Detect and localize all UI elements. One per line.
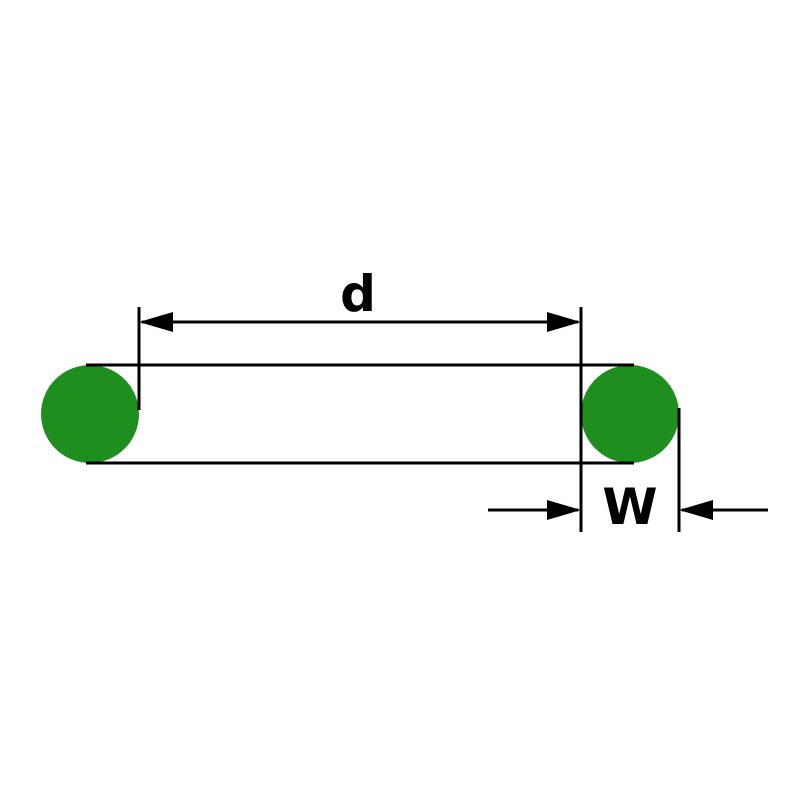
inner-diameter-label: d <box>340 265 376 323</box>
oring-left-cross-section-circle <box>41 365 139 463</box>
oring-cross-sections <box>41 365 679 463</box>
cross-section-width-label: W <box>602 478 657 536</box>
oring-right-cross-section-circle <box>581 365 679 463</box>
diagram-lines <box>86 307 768 532</box>
d-arrowhead-left-icon <box>139 312 173 332</box>
d-arrowhead-right-icon <box>547 312 581 332</box>
w-arrowhead-right-icon <box>679 500 713 520</box>
diagram-arrowheads <box>139 312 713 520</box>
w-arrowhead-left-icon <box>547 500 581 520</box>
diagram-labels: d W <box>340 265 657 536</box>
